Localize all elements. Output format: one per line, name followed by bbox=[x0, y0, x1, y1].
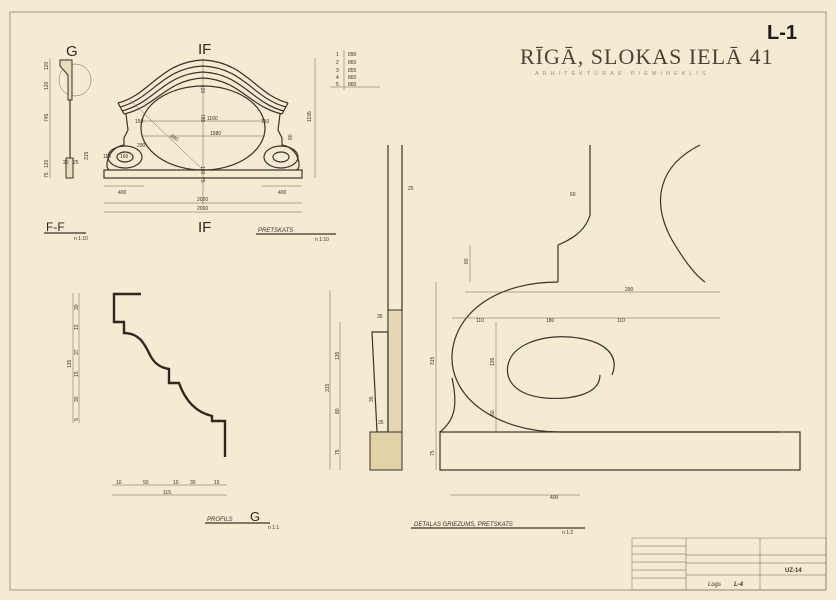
sheet-subtitle: ARHITEKTŪRAS PIEMINEKLIS bbox=[535, 70, 710, 77]
dimension-label: 50 bbox=[143, 480, 149, 486]
dimension-label: 400 bbox=[550, 495, 559, 501]
dimension-label: 35 bbox=[377, 314, 383, 320]
dimension-label: 30 bbox=[190, 480, 196, 486]
dimension-label: 15 bbox=[214, 480, 220, 486]
detail-front-view: 60 80 290 110 180 110 135 80 315 75 400 … bbox=[411, 144, 801, 536]
profile-g-view: 30 15 37 15 30 5 135 10 50 10 30 15 115 … bbox=[67, 292, 279, 531]
dimension-label: 180 bbox=[546, 318, 555, 324]
dimension-label: 315 bbox=[84, 151, 90, 160]
dimension-label: 35 bbox=[378, 420, 384, 426]
dimension-label: 860 bbox=[348, 75, 357, 81]
profile-caption: PROFILS bbox=[207, 517, 233, 523]
scale-ff: n 1:10 bbox=[74, 236, 88, 242]
dimension-label: 1580 bbox=[210, 131, 221, 137]
dimension-label: 400 bbox=[118, 190, 127, 196]
dimension-label: 30 bbox=[74, 304, 80, 310]
dimension-label: 150 bbox=[135, 119, 144, 125]
scale-profile: n 1:1 bbox=[268, 525, 279, 531]
dimension-label: 80 bbox=[288, 134, 294, 140]
dimension-label: 75 bbox=[335, 449, 341, 455]
sheet-border bbox=[9, 11, 827, 591]
dimension-label: 890 bbox=[169, 134, 179, 143]
scale-front: n 1:10 bbox=[315, 237, 329, 243]
front-section-marker-bottom: IF bbox=[198, 219, 211, 236]
dimension-label: 60 bbox=[570, 192, 576, 198]
dimension-label: 2020 bbox=[197, 197, 208, 203]
detail-caption: DETAĻAS GRIEZUMS, PRETSKATS bbox=[414, 522, 513, 528]
title-block-drawing-code: UZ-14 bbox=[785, 568, 802, 574]
dimension-label: 135 bbox=[335, 351, 341, 360]
dimension-label: 120 bbox=[44, 159, 50, 168]
dimension-label: 5 bbox=[336, 82, 339, 88]
dimension-label: 860 bbox=[348, 60, 357, 66]
dimension-label: 5 bbox=[74, 418, 80, 421]
section-g-label: G bbox=[66, 43, 78, 60]
dimension-label: 135 bbox=[67, 359, 73, 368]
dimension-label: 3 bbox=[336, 68, 339, 74]
radius-table: 1 890 2 860 3 855 4 860 5 860 bbox=[330, 50, 380, 90]
dimension-label: 1160 bbox=[207, 116, 218, 122]
dimension-label: 315 bbox=[325, 383, 331, 392]
front-section-marker-top: IF bbox=[198, 41, 211, 58]
dimension-label: 4 bbox=[336, 75, 339, 81]
dimension-label: 110 bbox=[103, 154, 111, 160]
dimension-label: 110 bbox=[617, 318, 625, 324]
dimension-label: 2 bbox=[336, 60, 339, 66]
dimension-label: 37 bbox=[74, 349, 80, 355]
dimension-label: 35 bbox=[369, 396, 375, 402]
dimension-label: 400 bbox=[278, 190, 287, 196]
dimension-label: 120 bbox=[44, 81, 50, 90]
dimension-label: 115 bbox=[163, 490, 171, 496]
dimension-label: 1195 bbox=[307, 111, 313, 122]
dimension-label: 30 bbox=[74, 396, 80, 402]
title-block-sheet-no: L-4 bbox=[734, 582, 744, 588]
dimension-label: 110 bbox=[476, 318, 484, 324]
dimension-label: 10 bbox=[116, 480, 122, 486]
section-g-view: G 120 120 745 120 75 25 25 F-F n 1:10 bbox=[44, 43, 92, 242]
title-block-sheet-label: Logs bbox=[708, 582, 721, 588]
scale-detail: n 1:2 bbox=[562, 530, 573, 536]
dimension-label: 2060 bbox=[197, 206, 208, 212]
dimension-label: 290 bbox=[625, 287, 634, 293]
title-block: Logs L-4 UZ-14 bbox=[631, 537, 827, 591]
sheet-id: L-1 bbox=[767, 22, 797, 44]
dimension-label: 1 bbox=[336, 52, 339, 58]
dimension-label: 150 bbox=[199, 166, 205, 175]
dimension-label: 745 bbox=[44, 113, 50, 122]
dimension-label: 290 bbox=[137, 143, 146, 149]
dimension-label: 80 bbox=[335, 408, 341, 414]
dimension-label: 315 bbox=[430, 356, 436, 365]
front-caption: PRETSKATS bbox=[258, 228, 293, 234]
dimension-label: 75 bbox=[430, 450, 436, 456]
dimension-label: 855 bbox=[348, 68, 357, 74]
dimension-label: 75 bbox=[199, 177, 205, 183]
dimension-label: 25 bbox=[73, 160, 79, 166]
dimension-label: 15 bbox=[74, 371, 80, 377]
dimension-label: 120 bbox=[199, 85, 205, 94]
dimension-label: 10 bbox=[173, 480, 179, 486]
dimension-label: 860 bbox=[348, 82, 357, 88]
dimension-label: 80 bbox=[464, 258, 470, 264]
front-elevation-view: IF IF 400 400 2020 2060 1160 1580 890 15… bbox=[84, 41, 336, 243]
profile-letter: G bbox=[250, 509, 260, 524]
dimension-label: 25 bbox=[408, 186, 414, 192]
dimension-label: 75 bbox=[44, 172, 50, 178]
dimension-label: 890 bbox=[348, 52, 357, 58]
detail-section-view: 25 35 135 80 315 35 35 75 bbox=[325, 145, 414, 471]
dimension-label: 80 bbox=[490, 410, 496, 416]
section-ff-label: F-F bbox=[46, 220, 65, 234]
dimension-label: 15 bbox=[74, 324, 80, 330]
dimension-label: 25 bbox=[63, 160, 69, 166]
dimension-label: 150 bbox=[261, 119, 270, 125]
dimension-label: 120 bbox=[44, 61, 50, 70]
dimension-label: 135 bbox=[490, 357, 496, 366]
sheet-title: RĪGĀ, SLOKAS IELĀ 41 bbox=[520, 44, 773, 69]
dimension-label: 160 bbox=[120, 154, 129, 160]
dimension-label: 785 bbox=[199, 114, 205, 123]
